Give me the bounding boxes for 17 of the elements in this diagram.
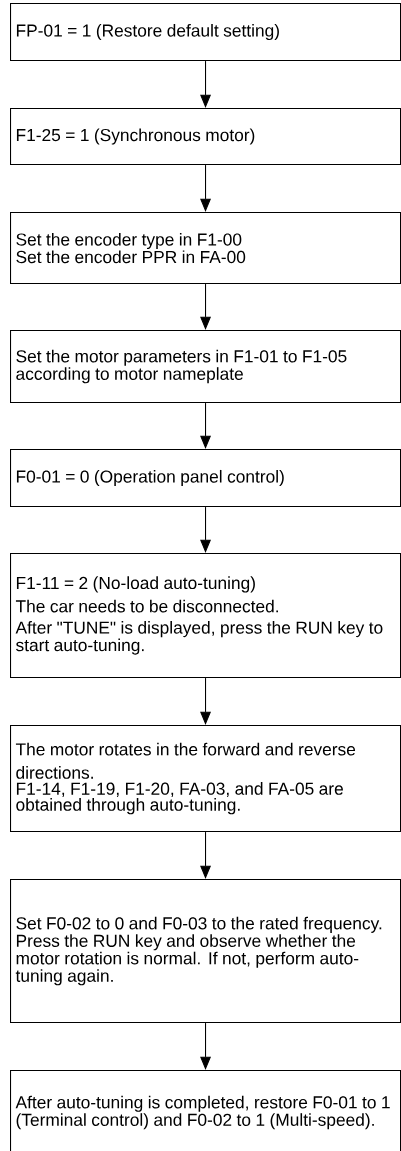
arrow xyxy=(200,283,211,330)
process-box: F1-11 = 2 (No-load auto-tuning) The car needs to be disconnected. After "TUNE" is displayed, press the RUN key to start auto-tuning. xyxy=(10,553,401,679)
process-box: F1-25 = 1 (Synchronous motor) xyxy=(10,108,401,166)
arrow xyxy=(200,831,211,879)
process-box: The motor rotates in the forward and reverse directions. F1-14, F1-19, F1-20, FA-03, and FA-05 are obtained through auto-tuning. xyxy=(10,725,401,833)
arrow xyxy=(200,1022,211,1070)
arrow xyxy=(200,402,211,449)
process-box: Set F0-02 to 0 and F0-03 to the rated frequency. Press the RUN key and observe whether the motor rotation is normal. If not, perform auto-tuning again. xyxy=(10,879,401,1024)
process-box: Set the motor parameters in F1-01 to F1-05 according to motor nameplate xyxy=(10,330,401,404)
arrow xyxy=(200,60,211,108)
arrow xyxy=(200,677,211,725)
arrow xyxy=(200,164,211,212)
process-box: Set the encoder type in F1-00 Set the encoder PPR in FA-00 xyxy=(10,212,401,285)
process-box: FP-01 = 1 (Restore default setting) xyxy=(10,3,401,62)
arrow xyxy=(200,506,211,553)
process-box: F0-01 = 0 (Operation panel control) xyxy=(10,449,401,508)
process-box: After auto-tuning is completed, restore F0-01 to 1 (Terminal control) and F0-02 to 1 (Multi-speed). xyxy=(10,1070,401,1151)
